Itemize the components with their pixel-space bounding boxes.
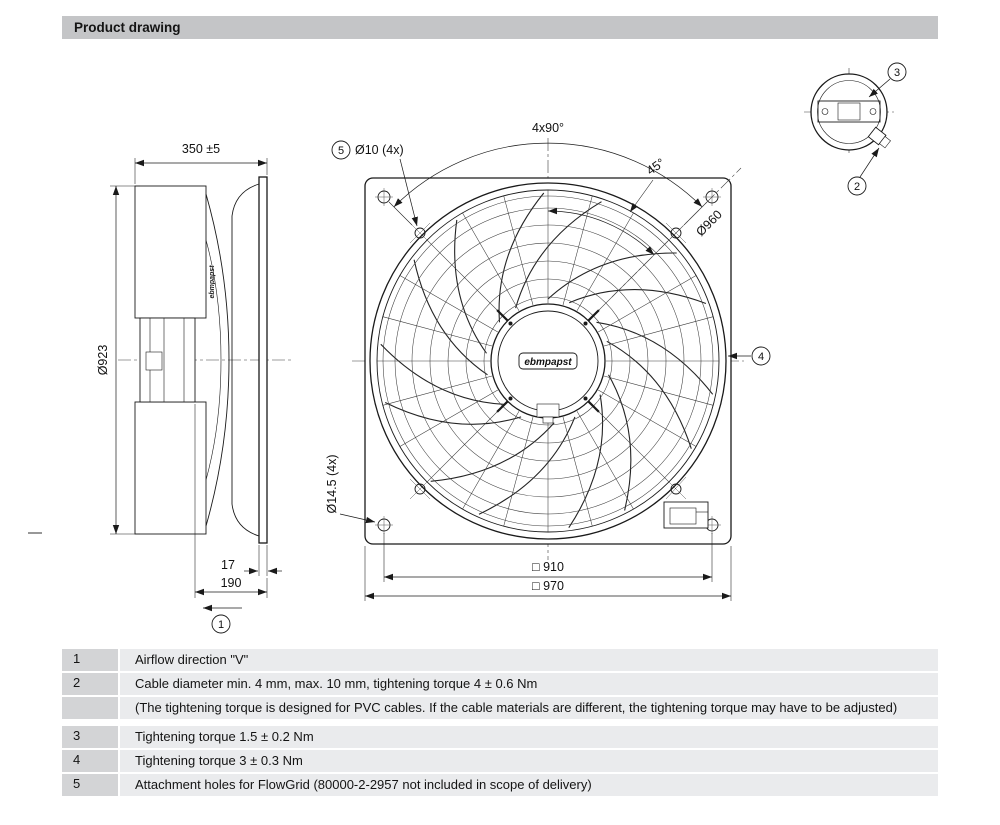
callout-4-label: 4 [758, 351, 764, 363]
blade-envelope [205, 193, 230, 527]
flowgrid-hole-leader [399, 158, 418, 227]
notes-table: 1 Airflow direction "V" 2 Cable diameter… [62, 649, 938, 796]
terminal-screw [869, 108, 877, 115]
callout-5-label: 5 [338, 145, 344, 157]
terminal-screw [821, 108, 829, 115]
impeller-stack-bottom [134, 401, 207, 535]
side-view: ebmpapst 350 ±5 Ø923 17 190 [96, 142, 292, 634]
guard-ring-inner [376, 189, 720, 533]
impeller-stack-top [134, 185, 207, 319]
callout-hole-note: 5 [331, 140, 351, 160]
hub-brand-label: ebmpapst [524, 357, 572, 368]
terminal-leader [868, 78, 891, 98]
terminal-box-side [145, 351, 163, 371]
note-text: Airflow direction "V" [120, 649, 938, 671]
guard-ring-outer [369, 182, 727, 540]
note-number: 4 [62, 750, 118, 772]
hub-cable-cover [536, 403, 560, 418]
dim-hole-pitch-label: □ 910 [532, 560, 564, 574]
hub: ebmpapst [490, 303, 606, 424]
callout-3-label: 3 [894, 67, 900, 79]
callout-terminal: 3 [887, 62, 907, 82]
bolt-circle-radial [611, 167, 742, 298]
note-row: 3 Tightening torque 1.5 ± 0.2 Nm [62, 726, 938, 748]
gland-leader [859, 147, 880, 178]
note-row: 5 Attachment holes for FlowGrid (80000-2… [62, 774, 938, 796]
mounting-hole-leader [339, 513, 376, 524]
bellmouth-top [231, 183, 260, 217]
note-text: Tightening torque 1.5 ± 0.2 Nm [120, 726, 938, 748]
dim-flange-label: 17 [221, 558, 235, 572]
impeller-blades-leading [384, 192, 714, 515]
nameplate [663, 501, 709, 529]
note-number: 5 [62, 774, 118, 796]
dim-depth-label: 350 ±5 [182, 142, 220, 156]
product-drawing: ebmpapst 350 ±5 Ø923 17 190 [28, 62, 907, 634]
side-brand-label: ebmpapst [209, 265, 216, 299]
wall-plate-edge [258, 176, 268, 544]
impeller-blades-trailing [380, 201, 707, 529]
hole-angle-arc [547, 207, 655, 256]
dim-hole-pattern-label: 4x90° [532, 121, 564, 135]
dim-diameter-label: Ø923 [96, 345, 110, 376]
bellmouth-bottom [231, 503, 260, 537]
cable-gland [867, 126, 891, 149]
note-number: 1 [62, 649, 118, 671]
terminal-box [817, 100, 881, 123]
detail-view: 3 2 [804, 62, 907, 196]
note-row: 4 Tightening torque 3 ± 0.3 Nm [62, 750, 938, 772]
note-row: 1 Airflow direction "V" [62, 649, 938, 671]
note-text: Tightening torque 3 ± 0.3 Nm [120, 750, 938, 772]
note-text: Cable diameter min. 4 mm, max. 10 mm, ti… [120, 673, 938, 695]
callout-2-label: 2 [854, 181, 860, 193]
callout-airflow-label: 1 [218, 619, 224, 631]
note-number [62, 697, 118, 719]
note-number: 3 [62, 726, 118, 748]
callout-gland: 2 [847, 176, 867, 196]
note-text: Attachment holes for FlowGrid (80000-2-2… [120, 774, 938, 796]
dim-plate-size-label: □ 970 [532, 579, 564, 593]
hub-logo-plate [518, 352, 578, 370]
hole-pattern-arc [393, 142, 703, 208]
note-text: (The tightening torque is designed for P… [120, 697, 938, 719]
callout-airflow: 1 [211, 614, 231, 634]
dim-flowgrid-holes-label: Ø10 (4x) [355, 143, 404, 157]
dim-hole-angle-label: 45° [644, 156, 668, 178]
page-title: Product drawing [74, 20, 181, 35]
section-header: Product drawing [62, 16, 938, 39]
hub-cable-exit [542, 416, 554, 424]
callout-guard: 4 [751, 346, 771, 366]
note-row: 2 Cable diameter min. 4 mm, max. 10 mm, … [62, 673, 938, 695]
note-row: (The tightening torque is designed for P… [62, 697, 938, 719]
dim-motor-depth-label: 190 [221, 576, 242, 590]
front-view: ebmpapst 5 Ø10 (4x) 4x90° [325, 121, 771, 601]
dim-mounting-holes-label: Ø14.5 (4x) [325, 454, 339, 513]
note-number: 2 [62, 673, 118, 695]
